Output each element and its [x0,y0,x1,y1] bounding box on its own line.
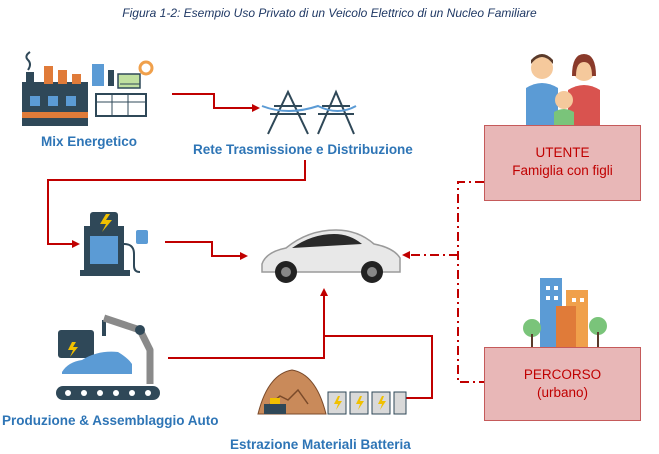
utente-subtitle: Famiglia con figli [512,163,613,178]
assembly-robot-icon [56,314,160,400]
connector-extraction-to-car [324,335,433,399]
city-buildings-icon [523,278,607,348]
utente-box: UTENTE Famiglia con figli [484,125,641,201]
connector-mix-to-rete [172,93,260,112]
electric-car-image [261,229,401,283]
percorso-subtitle: (urbano) [536,385,589,400]
charging-station-icon [80,212,148,276]
connector-rete-to-charger [47,160,306,248]
connector-production-to-car [168,288,328,359]
factory-icon [22,51,88,126]
connector-charger-to-car [165,241,248,260]
percorso-box: PERCORSO (urbano) [484,347,641,421]
utente-title: UTENTE [535,145,590,160]
mining-battery-icon [257,369,407,415]
transmission-tower-icon [261,89,357,135]
family-icon [526,54,600,128]
percorso-title: PERCORSO [523,367,602,382]
figure-caption: Figura 1-2: Esempio Uso Privato di un Ve… [122,6,537,20]
label-estrazione-materiali: Estrazione Materiali Batteria [230,437,411,452]
label-produzione-assemblaggio: Produzione & Assemblaggio Auto [2,413,219,428]
connector-dashed-user-route [402,181,484,383]
label-rete-trasmissione: Rete Trasmissione e Distribuzione [193,142,413,157]
label-mix-energetico: Mix Energetico [41,134,138,149]
renewable-energy-icon [92,60,154,117]
